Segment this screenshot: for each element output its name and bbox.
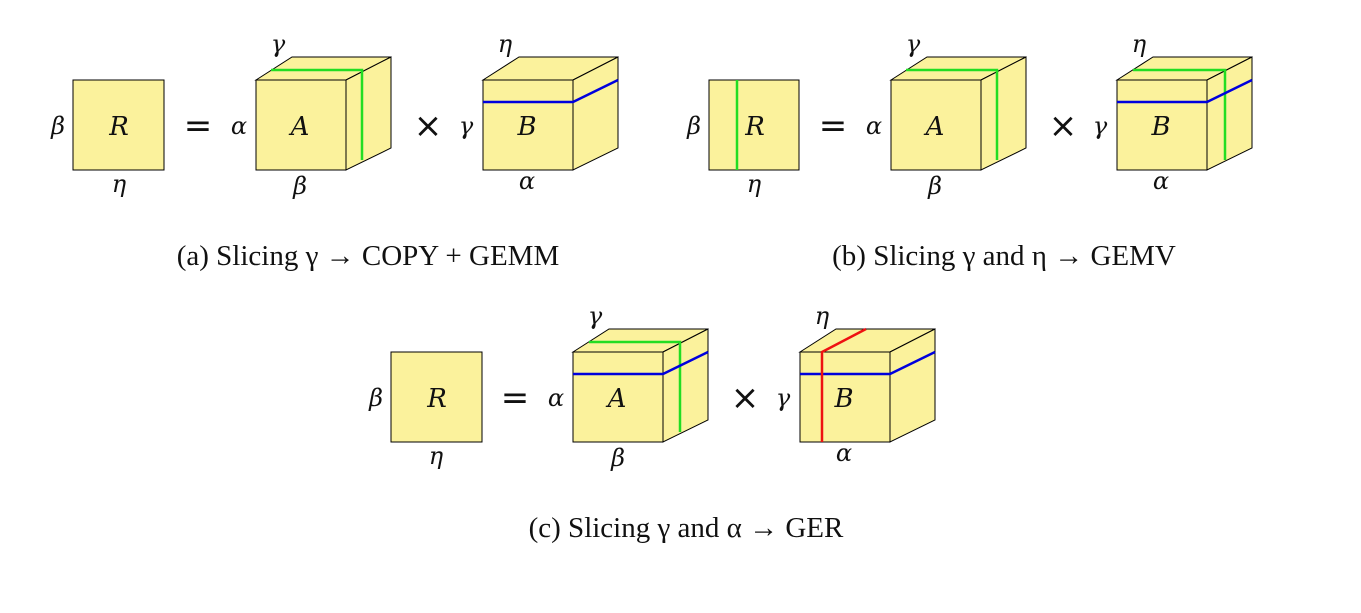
A-label: A (606, 384, 627, 414)
A-slice-gamma (906, 68, 999, 160)
panel-b: R β η = A γ α β × B η γ α (b) Slicing (686, 30, 1253, 272)
tensor-A: A γ α β (548, 302, 709, 472)
times-sign: × (731, 378, 760, 418)
tensor-R: R β η (368, 351, 483, 470)
caption-b: (b) Slicing γ and η → GEMV (832, 240, 1176, 272)
R-label: R (426, 384, 447, 414)
B-slice-eta (1117, 78, 1253, 104)
equals-sign: = (184, 106, 213, 146)
R-label: R (108, 112, 129, 142)
R-face (390, 351, 483, 443)
tensor-A: A γ α β (231, 30, 392, 200)
B-top-index: η (815, 302, 830, 330)
R-face (72, 79, 165, 171)
A-front-face (890, 79, 982, 171)
B-front-face (1116, 79, 1208, 171)
R-bottom-index: η (112, 170, 127, 198)
B-slice-alpha (820, 327, 867, 442)
panel-c: R β η = A γ α β × B η γ α (c) (368, 302, 936, 544)
R-left-index: β (368, 384, 383, 412)
A-front-face (572, 351, 664, 443)
A-side-face (345, 56, 392, 171)
R-bottom-index: η (747, 170, 762, 198)
B-slice-eta (483, 78, 619, 104)
panel-a: R β η = A γ α β × B η γ α (a) Slic (50, 30, 619, 272)
R-left-index: β (50, 112, 65, 140)
equals-sign: = (501, 378, 530, 418)
B-left-index: γ (459, 112, 474, 140)
times-sign: × (1049, 106, 1078, 146)
A-slice-gamma (271, 68, 364, 160)
B-label: B (1150, 112, 1170, 142)
R-label: R (744, 112, 765, 142)
R-face (708, 79, 800, 171)
tensor-A: A γ α β (866, 30, 1027, 200)
B-front-face (799, 351, 891, 443)
A-top-index: γ (906, 30, 921, 58)
tensor-B: B η γ α (1093, 30, 1253, 195)
A-bottom-index: β (927, 172, 942, 200)
B-label: B (516, 112, 536, 142)
A-label: A (924, 112, 945, 142)
A-left-index: α (866, 112, 882, 140)
A-slice-alpha (573, 350, 709, 376)
equals-sign: = (819, 106, 848, 146)
B-left-index: γ (776, 384, 791, 412)
B-slice-gamma (800, 350, 936, 376)
B-top-index: η (1132, 30, 1147, 58)
B-slice-gamma (1133, 68, 1227, 160)
R-bottom-index: η (429, 442, 444, 470)
A-left-index: α (548, 384, 564, 412)
A-side-face (980, 56, 1027, 171)
A-top-index: γ (271, 30, 286, 58)
B-top-index: η (498, 30, 513, 58)
A-bottom-index: β (610, 444, 625, 472)
B-front-face (482, 79, 574, 171)
A-bottom-index: β (292, 172, 307, 200)
caption-a: (a) Slicing γ → COPY + GEMM (177, 240, 560, 272)
B-bottom-index: α (1153, 167, 1169, 195)
tensor-R: R β η (686, 79, 800, 198)
B-label: B (833, 384, 853, 414)
tensor-B: B η γ α (776, 302, 936, 467)
B-bottom-index: α (519, 167, 535, 195)
B-left-index: γ (1093, 112, 1108, 140)
tensor-R: R β η (50, 79, 165, 198)
A-front-face (255, 79, 347, 171)
A-label: A (289, 112, 310, 142)
times-sign: × (414, 106, 443, 146)
B-bottom-index: α (836, 439, 852, 467)
R-left-index: β (686, 112, 701, 140)
caption-c: (c) Slicing γ and α → GER (529, 512, 844, 544)
A-left-index: α (231, 112, 247, 140)
tensor-B: B η γ α (459, 30, 619, 195)
A-slice-gamma (589, 340, 682, 432)
A-top-index: γ (588, 302, 603, 330)
